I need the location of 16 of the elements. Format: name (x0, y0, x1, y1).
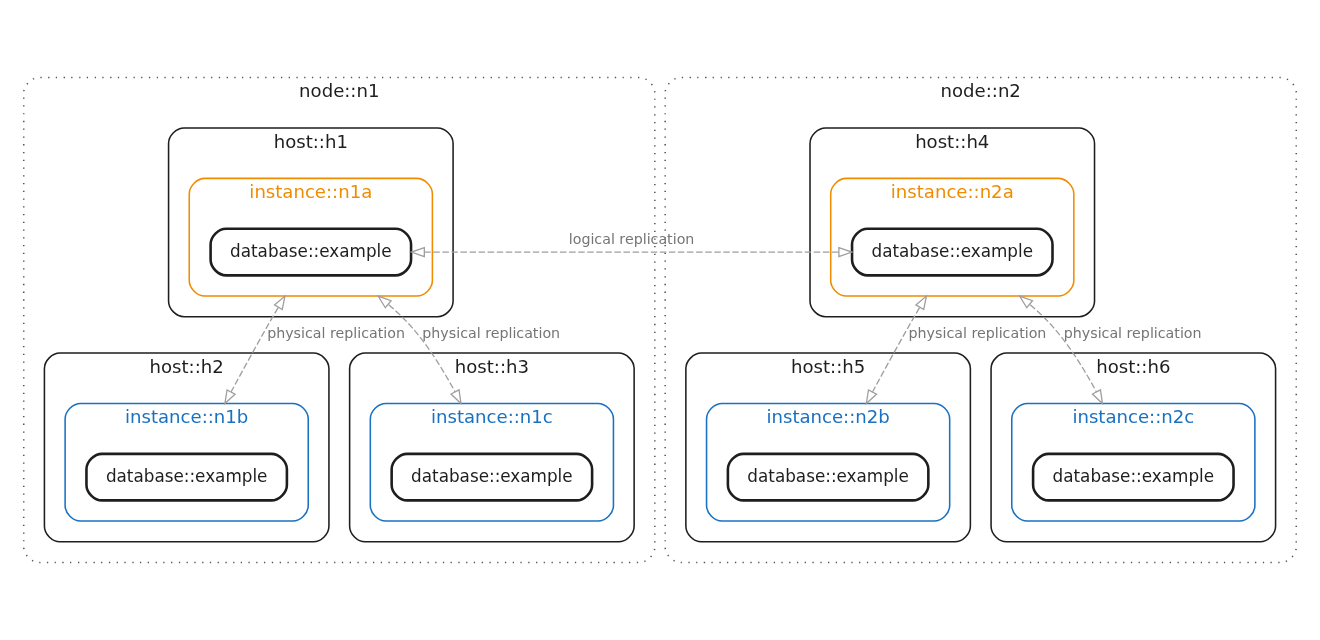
edge-label: physical replication (267, 325, 405, 342)
node-box: database::example (850, 227, 1054, 277)
node-box: database::example (209, 227, 413, 277)
edge-label: physical replication (1063, 325, 1202, 342)
node-box: database::example (390, 452, 594, 502)
edge-label: physical replication (422, 325, 561, 342)
arrow (865, 294, 928, 406)
node-box: database::example (726, 452, 930, 502)
edge-label: logical replication (568, 231, 695, 248)
edge-label: physical replication (908, 325, 1047, 342)
arrow (376, 294, 462, 406)
arrow (223, 294, 286, 406)
arrow (1018, 294, 1104, 406)
node-box: database::example (85, 452, 289, 502)
node-box: database::example (1031, 452, 1235, 502)
arrow (409, 246, 854, 258)
